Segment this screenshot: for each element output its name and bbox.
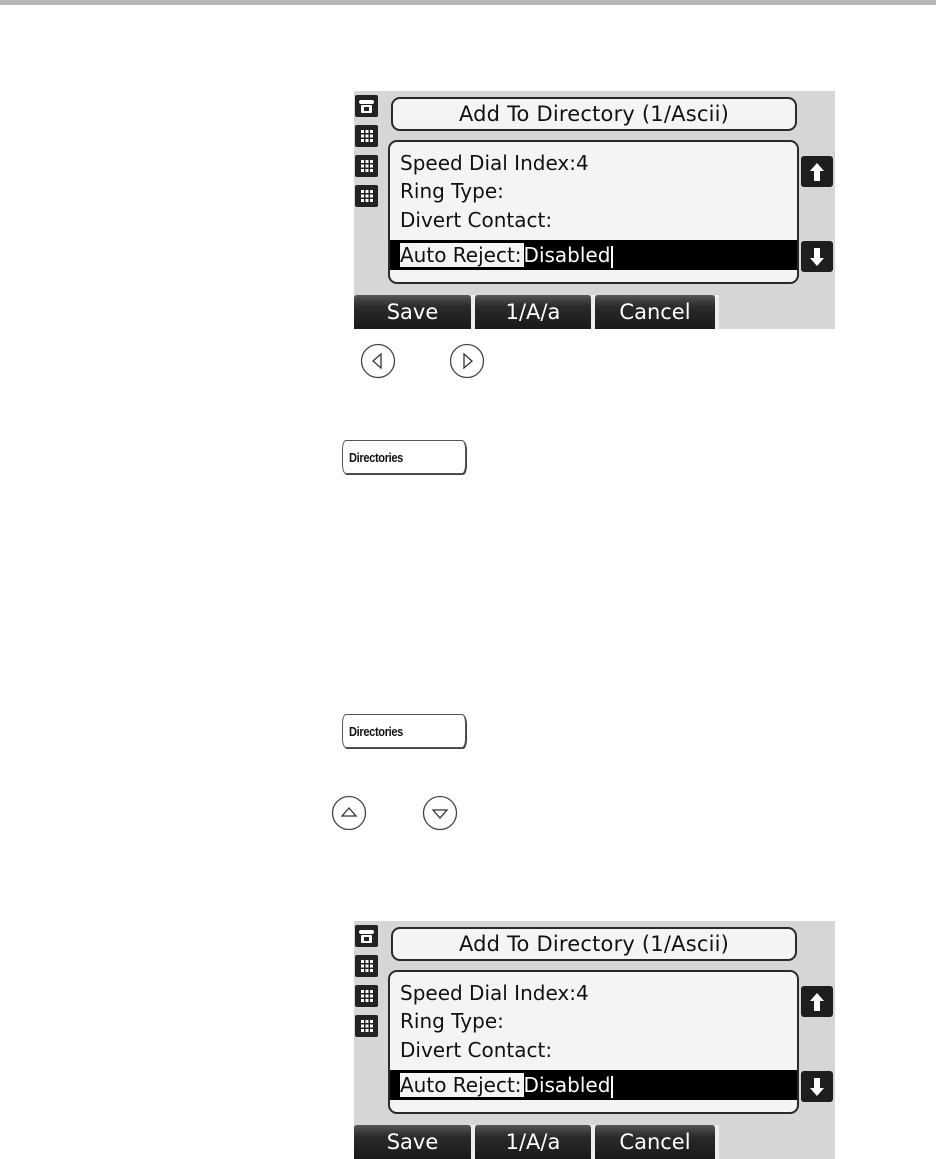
scroll-up-button[interactable]: [801, 156, 833, 187]
phone-screen-2: Add To Directory (1/Ascii) Speed Dial In…: [354, 921, 835, 1159]
field-value: 4: [575, 981, 589, 1005]
field-label: Speed Dial Index:: [400, 151, 576, 175]
scroll-up-button[interactable]: [801, 986, 833, 1017]
text-cursor: [611, 245, 614, 268]
directory-form: Speed Dial Index:4 Ring Type: Divert Con…: [388, 140, 799, 284]
right-arrow-icon[interactable]: [449, 343, 485, 379]
phone-screen-1: Add To Directory (1/Ascii) Speed Dial In…: [354, 91, 835, 329]
directory-form: Speed Dial Index:4 Ring Type: Divert Con…: [388, 970, 799, 1114]
screen-title: Add To Directory (1/Ascii): [391, 97, 797, 131]
field-auto-reject[interactable]: Auto Reject:Disabled: [400, 240, 614, 270]
save-softkey[interactable]: Save: [354, 1125, 475, 1159]
field-auto-reject[interactable]: Auto Reject:Disabled: [400, 1070, 614, 1100]
handset-icon: [359, 929, 374, 943]
field-label: Ring Type:: [400, 179, 504, 203]
line-key-4[interactable]: [355, 1015, 378, 1037]
keypad-icon: [360, 130, 373, 142]
field-ring-type[interactable]: Ring Type:: [400, 176, 504, 206]
line-key-2[interactable]: [355, 955, 378, 977]
field-speed-dial-index[interactable]: Speed Dial Index:4: [400, 148, 589, 178]
phone-line-key[interactable]: [355, 925, 378, 947]
input-mode-softkey[interactable]: 1/A/a: [475, 1125, 595, 1159]
directories-key-label: Directories: [349, 449, 404, 465]
phone-line-key[interactable]: [355, 95, 378, 117]
directories-key[interactable]: Directories: [342, 714, 466, 748]
field-ring-type[interactable]: Ring Type:: [400, 1006, 504, 1036]
softkey-bar: Save 1/A/a Cancel: [354, 1125, 724, 1159]
up-arrow-icon: [810, 992, 824, 1011]
left-arrow-icon[interactable]: [360, 343, 396, 379]
field-label: Auto Reject:: [400, 243, 524, 267]
handset-icon: [359, 99, 374, 113]
field-label: Speed Dial Index:: [400, 981, 576, 1005]
up-arrow-icon[interactable]: [331, 795, 367, 831]
field-divert-contact[interactable]: Divert Contact:: [400, 1035, 552, 1065]
line-key-2[interactable]: [355, 125, 378, 147]
down-arrow-icon: [810, 247, 824, 266]
field-label: Divert Contact:: [400, 208, 553, 232]
field-value: Disabled: [523, 243, 611, 267]
page-header-rule: [0, 0, 936, 5]
cancel-softkey[interactable]: Cancel: [595, 1125, 719, 1159]
line-key-3[interactable]: [355, 985, 378, 1007]
field-label: Divert Contact:: [400, 1038, 553, 1062]
keypad-icon: [360, 960, 373, 972]
screen-title: Add To Directory (1/Ascii): [391, 927, 797, 961]
up-arrow-icon: [810, 162, 824, 181]
keypad-icon: [360, 990, 373, 1002]
save-softkey[interactable]: Save: [354, 295, 475, 329]
field-speed-dial-index[interactable]: Speed Dial Index:4: [400, 978, 589, 1008]
keypad-icon: [360, 1020, 373, 1032]
text-cursor: [611, 1075, 614, 1098]
field-label: Ring Type:: [400, 1009, 504, 1033]
cancel-softkey[interactable]: Cancel: [595, 295, 719, 329]
down-arrow-icon[interactable]: [422, 795, 458, 831]
scroll-down-button[interactable]: [801, 1071, 833, 1102]
keypad-icon: [360, 160, 373, 172]
field-value: Disabled: [523, 1073, 611, 1097]
down-arrow-icon: [810, 1077, 824, 1096]
softkey-bar: Save 1/A/a Cancel: [354, 295, 724, 329]
line-key-4[interactable]: [355, 185, 378, 207]
directories-key-label: Directories: [349, 723, 404, 739]
directories-key[interactable]: Directories: [342, 440, 466, 474]
scroll-down-button[interactable]: [801, 241, 833, 272]
field-label: Auto Reject:: [400, 1073, 524, 1097]
input-mode-softkey[interactable]: 1/A/a: [475, 295, 595, 329]
keypad-icon: [360, 190, 373, 202]
field-value: 4: [575, 151, 589, 175]
line-key-3[interactable]: [355, 155, 378, 177]
field-divert-contact[interactable]: Divert Contact:: [400, 205, 552, 235]
